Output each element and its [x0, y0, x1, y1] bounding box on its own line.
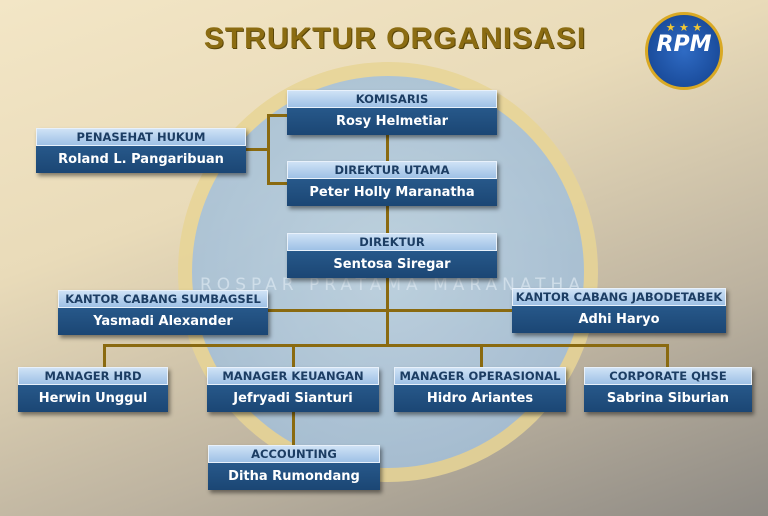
role-label: DIREKTUR	[287, 233, 497, 251]
stars-icon: ★ ★ ★	[665, 21, 703, 34]
page-title: STRUKTUR ORGANISASI	[203, 22, 587, 55]
person-name: Peter Holly Maranatha	[287, 179, 497, 206]
connector-main	[386, 108, 389, 345]
role-label: MANAGER OPERASIONAL	[394, 367, 566, 385]
role-label: KANTOR CABANG SUMBAGSEL	[58, 290, 268, 308]
connector	[246, 148, 268, 151]
person-name: Sentosa Siregar	[287, 251, 497, 278]
person-name: Jefryadi Sianturi	[207, 385, 379, 412]
person-name: Ditha Rumondang	[208, 463, 380, 490]
person-name: Roland L. Pangaribuan	[36, 146, 246, 173]
role-label: CORPORATE QHSE	[584, 367, 752, 385]
connector	[103, 344, 106, 367]
role-label: MANAGER KEUANGAN	[207, 367, 379, 385]
connector	[480, 344, 483, 367]
company-logo: ★ ★ ★ RPM	[645, 12, 723, 90]
person-name: Yasmadi Alexander	[58, 308, 268, 335]
person-name: Herwin Unggul	[18, 385, 168, 412]
role-label: MANAGER HRD	[18, 367, 168, 385]
connector-branches	[268, 309, 512, 312]
watermark-text: ROSPAR PRATAMA MARANATHA	[200, 275, 585, 295]
person-name: Hidro Ariantes	[394, 385, 566, 412]
connector	[267, 114, 287, 117]
person-name: Adhi Haryo	[512, 306, 726, 333]
logo-text: RPM	[656, 32, 712, 57]
connector-advisor	[267, 114, 270, 185]
role-label: KOMISARIS	[287, 90, 497, 108]
connector	[666, 344, 669, 367]
role-label: KANTOR CABANG JABODETABEK	[512, 288, 726, 306]
role-label: DIREKTUR UTAMA	[287, 161, 497, 179]
person-name: Rosy Helmetiar	[287, 108, 497, 135]
connector	[267, 182, 287, 185]
connector-managers	[103, 344, 669, 347]
role-label: ACCOUNTING	[208, 445, 380, 463]
role-label: PENASEHAT HUKUM	[36, 128, 246, 146]
person-name: Sabrina Siburian	[584, 385, 752, 412]
